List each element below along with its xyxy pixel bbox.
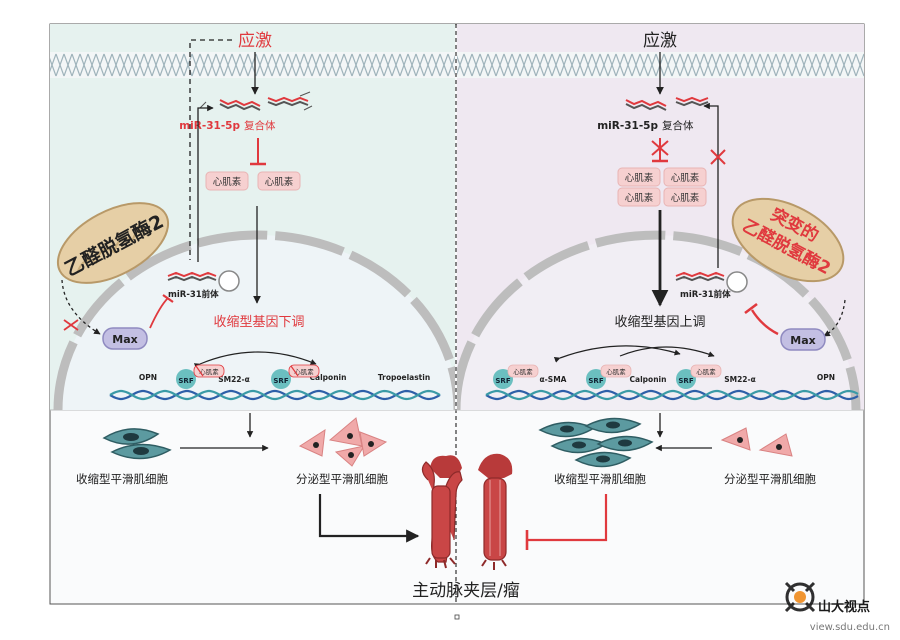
svg-text:Max: Max — [112, 333, 137, 346]
contractile-cells-label-left: 收缩型平滑肌细胞 — [76, 472, 168, 486]
svg-text:心肌素: 心肌素 — [199, 367, 219, 376]
srf-complex-right-1: SRF 心肌素 — [493, 364, 539, 389]
svg-text:SRF: SRF — [588, 377, 603, 385]
svg-text:SRF: SRF — [678, 377, 693, 385]
svg-text:心肌素: 心肌素 — [671, 192, 700, 204]
max-badge-right: Max — [780, 328, 826, 351]
watermark-name: 山大视点 — [818, 599, 870, 615]
mir-complex-graphic-right — [625, 96, 709, 111]
contractile-smc-cells-right — [538, 417, 654, 468]
aldh2-to-max-arrow-left — [61, 279, 101, 335]
svg-text:SRF: SRF — [273, 377, 288, 385]
gene-label-left-1: SM22-α — [218, 375, 250, 384]
pre-mir-right: miR-31前体 — [675, 271, 748, 300]
stress-dashed-feedback-left — [189, 39, 232, 260]
gene-label-right-0: α-SMA — [540, 375, 567, 384]
svg-text:心肌素: 心肌素 — [606, 367, 626, 376]
mir-complex-left: 复合体 — [244, 119, 276, 132]
gene-label-left-3: Tropoelastin — [378, 373, 430, 382]
svg-text:SRF: SRF — [495, 377, 510, 385]
dna-bifurcation-arrow-right-b — [619, 346, 715, 357]
aorta-dissected-left — [421, 455, 463, 569]
mir-name-left: miR-31-5p — [179, 120, 240, 132]
secretory-smc-cells-middle — [298, 417, 388, 467]
svg-text:SRF: SRF — [178, 377, 193, 385]
watermark-url: view.sdu.edu.cn — [810, 622, 890, 633]
gene-label-right-1: Calponin — [630, 375, 667, 384]
pre-mir-left: miR-31前体 — [167, 270, 240, 300]
myocardin-box-left-1: 心肌素 — [205, 171, 249, 191]
myocardin-box-right-2: 心肌素 — [663, 167, 707, 187]
mir-complex-graphic-left — [199, 91, 313, 111]
gene-label-right-3: OPN — [817, 373, 835, 382]
max-inhibit-premir-left — [149, 297, 169, 329]
svg-text:心肌素: 心肌素 — [625, 192, 654, 204]
gene-label-left-2: Calponin — [310, 373, 347, 382]
svg-text:miR-31前体: miR-31前体 — [168, 289, 219, 300]
stress-label-left: 应激 — [238, 31, 272, 51]
mir-name-right: miR-31-5p — [597, 120, 658, 132]
gene-label-left-0: OPN — [139, 373, 157, 382]
secretory-cells-label-right: 分泌型平滑肌细胞 — [724, 472, 816, 486]
svg-text:miR-31前体: miR-31前体 — [680, 289, 731, 300]
pre-mir-to-complex-arrow-left — [197, 104, 214, 262]
myocardin-box-right-3: 心肌素 — [617, 187, 661, 207]
block-x-left-b — [63, 319, 79, 331]
gene-label-right-2: SM22-α — [724, 375, 756, 384]
mir-complex-right: 复合体 — [662, 119, 694, 132]
sdu-watermark-logo — [784, 581, 816, 613]
contractile-smc-cells-left — [102, 428, 172, 460]
srf-complex-left-2: SRF 心肌素 — [271, 364, 320, 389]
svg-text:心肌素: 心肌素 — [696, 367, 716, 376]
aorta-dissected-right — [478, 453, 513, 570]
secretory-cells-label-left: 分泌型平滑肌细胞 — [296, 472, 388, 486]
page-marker — [454, 614, 460, 620]
contractile-cells-label-right: 收缩型平滑肌细胞 — [554, 472, 646, 486]
stress-label-right: 应激 — [643, 31, 677, 51]
secretory-smc-cells-right — [720, 427, 793, 457]
gene-up-label: 收缩型基因上调 — [614, 314, 705, 330]
dna-bifurcation-arrow-right-a — [553, 345, 681, 363]
svg-text:心肌素: 心肌素 — [294, 367, 314, 376]
srf-complex-right-3: SRF 心肌素 — [676, 364, 722, 389]
myocardin-box-right-1: 心肌素 — [617, 167, 661, 187]
srf-complex-right-2: SRF 心肌素 — [586, 364, 632, 389]
secretory-to-aorta-arrow — [318, 494, 420, 543]
block-x-right-b — [710, 149, 726, 165]
svg-text:心肌素: 心肌素 — [671, 172, 700, 184]
gene-down-label: 收缩型基因下调 — [213, 314, 304, 330]
myocardin-box-right-4: 心肌素 — [663, 187, 707, 207]
svg-text:心肌素: 心肌素 — [625, 172, 654, 184]
svg-text:Max: Max — [790, 334, 815, 347]
svg-text:心肌素: 心肌素 — [265, 176, 294, 188]
dna-bifurcation-arrow-left — [193, 351, 317, 369]
svg-text:心肌素: 心肌素 — [513, 367, 533, 376]
pre-mir-to-complex-arrow-right — [703, 102, 719, 268]
max-inhibit-premir-right — [750, 309, 779, 336]
contractile-inhibit-aorta — [527, 494, 608, 542]
max-badge-left: Max — [102, 327, 148, 350]
cell-membrane-left — [50, 52, 455, 78]
srf-complex-left-1: SRF 心肌素 — [176, 364, 225, 389]
nucleus-envelope-left — [53, 230, 455, 410]
dna-strand-left — [109, 389, 441, 401]
dna-strand-right — [485, 389, 859, 401]
aorta-label: 主动脉夹层/瘤 — [412, 581, 520, 601]
myocardin-box-left-2: 心肌素 — [257, 171, 301, 191]
svg-text:心肌素: 心肌素 — [213, 176, 242, 188]
